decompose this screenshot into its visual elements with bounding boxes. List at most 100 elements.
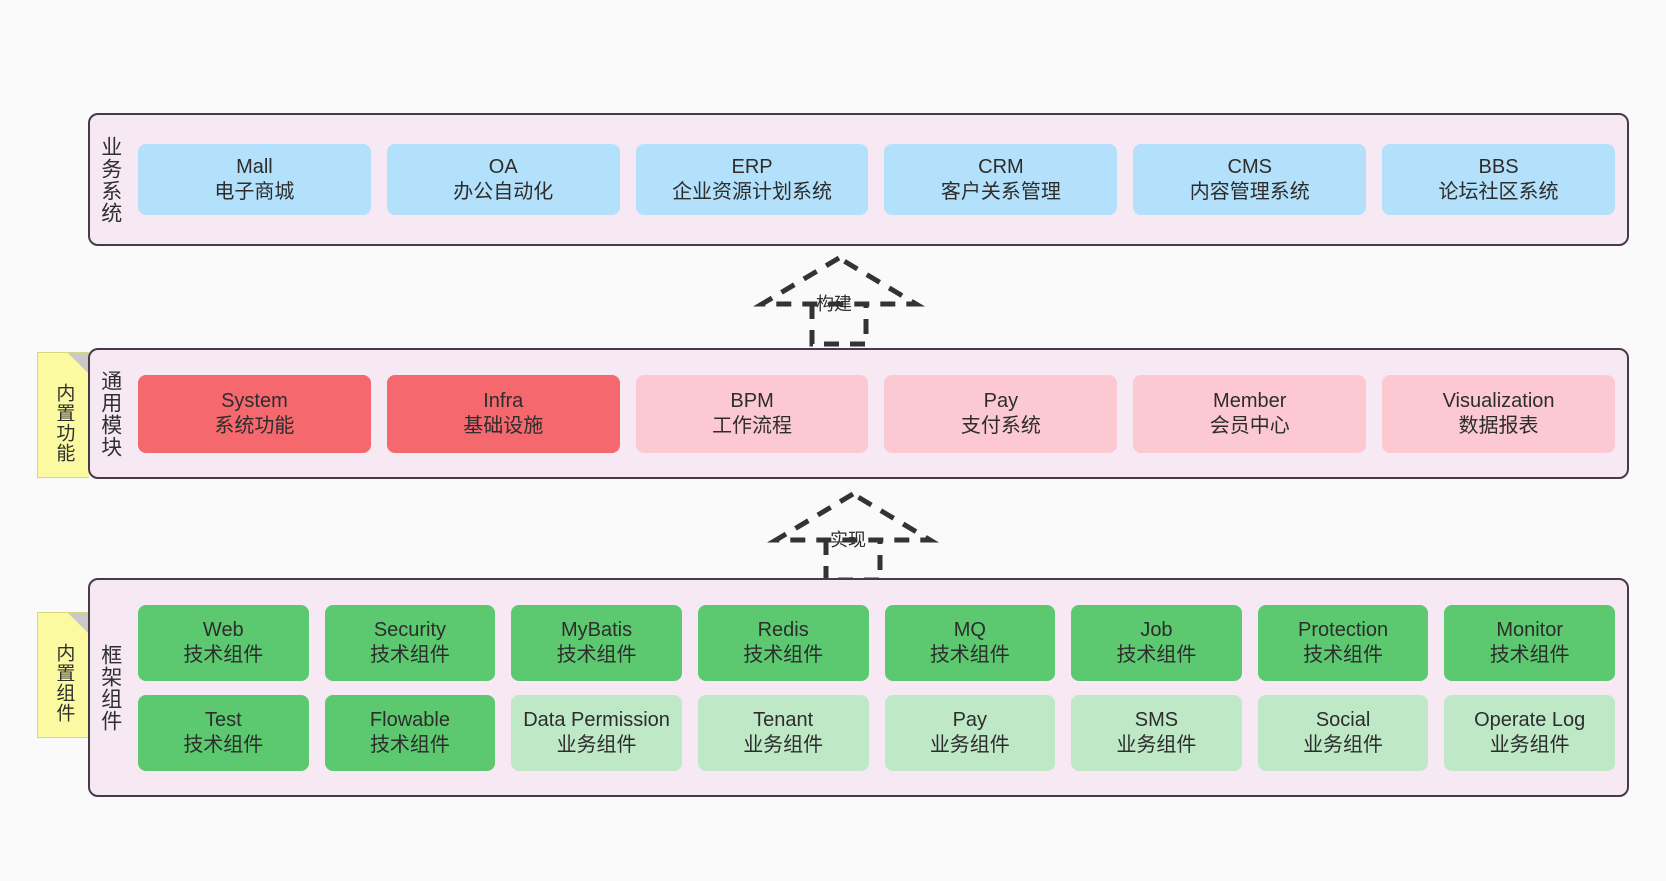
- note-label: 内置功能: [53, 383, 75, 463]
- box-title: SMS: [1134, 709, 1179, 732]
- box-redis[interactable]: Redis 技术组件: [697, 604, 869, 681]
- box-subtitle: 技术组件: [369, 643, 450, 666]
- box-web[interactable]: Web 技术组件: [138, 604, 309, 681]
- box-title: MQ: [953, 619, 986, 642]
- box-subtitle: 技术组件: [1116, 643, 1197, 666]
- box-subtitle: 技术组件: [556, 643, 637, 666]
- box-subtitle: 技术组件: [183, 733, 264, 756]
- box-mall[interactable]: Mall 电子商城: [138, 144, 371, 215]
- box-protection[interactable]: Protection 技术组件: [1257, 604, 1429, 681]
- box-bbs[interactable]: BBS 论坛社区系统: [1382, 144, 1615, 215]
- box-subtitle: 支付系统: [960, 414, 1041, 437]
- box-subtitle: 业务组件: [556, 733, 637, 756]
- layer-title-common: 通用模块: [98, 369, 122, 458]
- box-title: Pay: [952, 709, 988, 732]
- box-subtitle: 客户关系管理: [940, 180, 1061, 203]
- connector-implement: 实现: [758, 488, 948, 584]
- box-mq[interactable]: MQ 技术组件: [884, 604, 1056, 681]
- box-sms[interactable]: SMS 业务组件: [1071, 694, 1242, 771]
- box-subtitle: 业务组件: [1116, 733, 1197, 756]
- layer-title-business: 业务系统: [98, 135, 122, 224]
- box-infra[interactable]: Infra 基础设施: [386, 374, 620, 453]
- box-title: OA: [488, 156, 518, 179]
- box-title: Infra: [483, 390, 524, 413]
- box-subtitle: 工作流程: [712, 414, 793, 437]
- box-mybatis[interactable]: MyBatis 技术组件: [511, 604, 682, 681]
- box-flowable[interactable]: Flowable 技术组件: [324, 694, 496, 771]
- box-social[interactable]: Social 业务组件: [1257, 694, 1429, 771]
- box-subtitle: 业务组件: [743, 733, 824, 756]
- box-title: Tenant: [753, 709, 814, 732]
- layer-business-systems: 业务系统 Mall 电子商城 OA 办公自动化 ERP 企业资源计划系统 CRM…: [88, 113, 1629, 246]
- box-title: ERP: [731, 156, 773, 179]
- box-title: Redis: [757, 619, 809, 642]
- box-title: Protection: [1298, 619, 1389, 642]
- layer-framework-components: 框架组件 Web 技术组件 Security 技术组件 MyBatis 技术组件…: [88, 578, 1629, 797]
- note-label: 内置组件: [53, 643, 75, 723]
- box-job[interactable]: Job 技术组件: [1071, 604, 1242, 681]
- box-title: Member: [1213, 390, 1287, 413]
- box-subtitle: 业务组件: [1489, 733, 1570, 756]
- box-subtitle: 基础设施: [463, 414, 544, 437]
- box-visualization[interactable]: Visualization 数据报表: [1382, 374, 1615, 453]
- box-subtitle: 数据报表: [1458, 414, 1539, 437]
- box-monitor[interactable]: Monitor 技术组件: [1444, 604, 1615, 681]
- layer-title-framework: 框架组件: [98, 643, 122, 732]
- box-subtitle: 业务组件: [1303, 733, 1384, 756]
- layer-body-framework: Web 技术组件 Security 技术组件 MyBatis 技术组件 Redi…: [130, 580, 1627, 795]
- box-title: Visualization: [1442, 390, 1555, 413]
- box-title: Social: [1315, 709, 1371, 732]
- box-data-permission[interactable]: Data Permission 业务组件: [511, 694, 682, 771]
- box-operate-log[interactable]: Operate Log 业务组件: [1444, 694, 1615, 771]
- note-builtin-component: 内置组件: [37, 612, 89, 738]
- box-title: System: [221, 390, 288, 413]
- box-subtitle: 技术组件: [183, 643, 264, 666]
- box-subtitle: 业务组件: [929, 733, 1010, 756]
- note-fold-icon: [68, 353, 89, 374]
- box-oa[interactable]: OA 办公自动化: [386, 144, 620, 215]
- box-subtitle: 电子商城: [214, 180, 295, 203]
- layer-body-business: Mall 电子商城 OA 办公自动化 ERP 企业资源计划系统 CRM 客户关系…: [130, 115, 1627, 244]
- box-subtitle: 技术组件: [1489, 643, 1570, 666]
- box-title: Job: [1140, 619, 1173, 642]
- box-title: Monitor: [1496, 619, 1564, 642]
- box-subtitle: 会员中心: [1209, 414, 1290, 437]
- box-title: Security: [373, 619, 447, 642]
- box-member[interactable]: Member 会员中心: [1133, 374, 1367, 453]
- box-crm[interactable]: CRM 客户关系管理: [884, 144, 1118, 215]
- layer-common-modules: 通用模块 System 系统功能 Infra 基础设施 BPM 工作流程 Pay…: [88, 348, 1629, 479]
- box-title: Operate Log: [1474, 709, 1586, 732]
- layer-row: Test 技术组件 Flowable 技术组件 Data Permission …: [138, 694, 1615, 771]
- box-system[interactable]: System 系统功能: [138, 374, 371, 453]
- layer-body-common: System 系统功能 Infra 基础设施 BPM 工作流程 Pay 支付系统…: [130, 350, 1627, 477]
- box-title: CRM: [978, 156, 1024, 179]
- box-subtitle: 技术组件: [743, 643, 824, 666]
- box-test[interactable]: Test 技术组件: [138, 694, 309, 771]
- box-title: BBS: [1478, 156, 1519, 179]
- box-cms[interactable]: CMS 内容管理系统: [1133, 144, 1367, 215]
- box-subtitle: 企业资源计划系统: [672, 180, 833, 203]
- layer-row: System 系统功能 Infra 基础设施 BPM 工作流程 Pay 支付系统…: [138, 374, 1615, 453]
- box-title: Mall: [236, 156, 273, 179]
- box-subtitle: 内容管理系统: [1189, 180, 1310, 203]
- box-title: CMS: [1227, 156, 1272, 179]
- box-erp[interactable]: ERP 企业资源计划系统: [635, 144, 869, 215]
- box-tenant[interactable]: Tenant 业务组件: [697, 694, 869, 771]
- box-pay[interactable]: Pay 支付系统: [884, 374, 1118, 453]
- box-title: BPM: [730, 390, 774, 413]
- connector-implement-label: 实现: [830, 530, 866, 550]
- box-title: MyBatis: [561, 619, 633, 642]
- box-security[interactable]: Security 技术组件: [324, 604, 496, 681]
- note-builtin-feature: 内置功能: [37, 352, 89, 478]
- box-title: Web: [202, 619, 244, 642]
- layer-row: Mall 电子商城 OA 办公自动化 ERP 企业资源计划系统 CRM 客户关系…: [138, 144, 1615, 215]
- box-title: Data Permission: [523, 709, 670, 732]
- box-pay-component[interactable]: Pay 业务组件: [884, 694, 1056, 771]
- box-bpm[interactable]: BPM 工作流程: [635, 374, 869, 453]
- layer-row: Web 技术组件 Security 技术组件 MyBatis 技术组件 Redi…: [138, 604, 1615, 681]
- connector-build-label: 构建: [816, 294, 852, 314]
- box-subtitle: 论坛社区系统: [1438, 180, 1559, 203]
- box-title: Pay: [983, 390, 1019, 413]
- box-subtitle: 技术组件: [369, 733, 450, 756]
